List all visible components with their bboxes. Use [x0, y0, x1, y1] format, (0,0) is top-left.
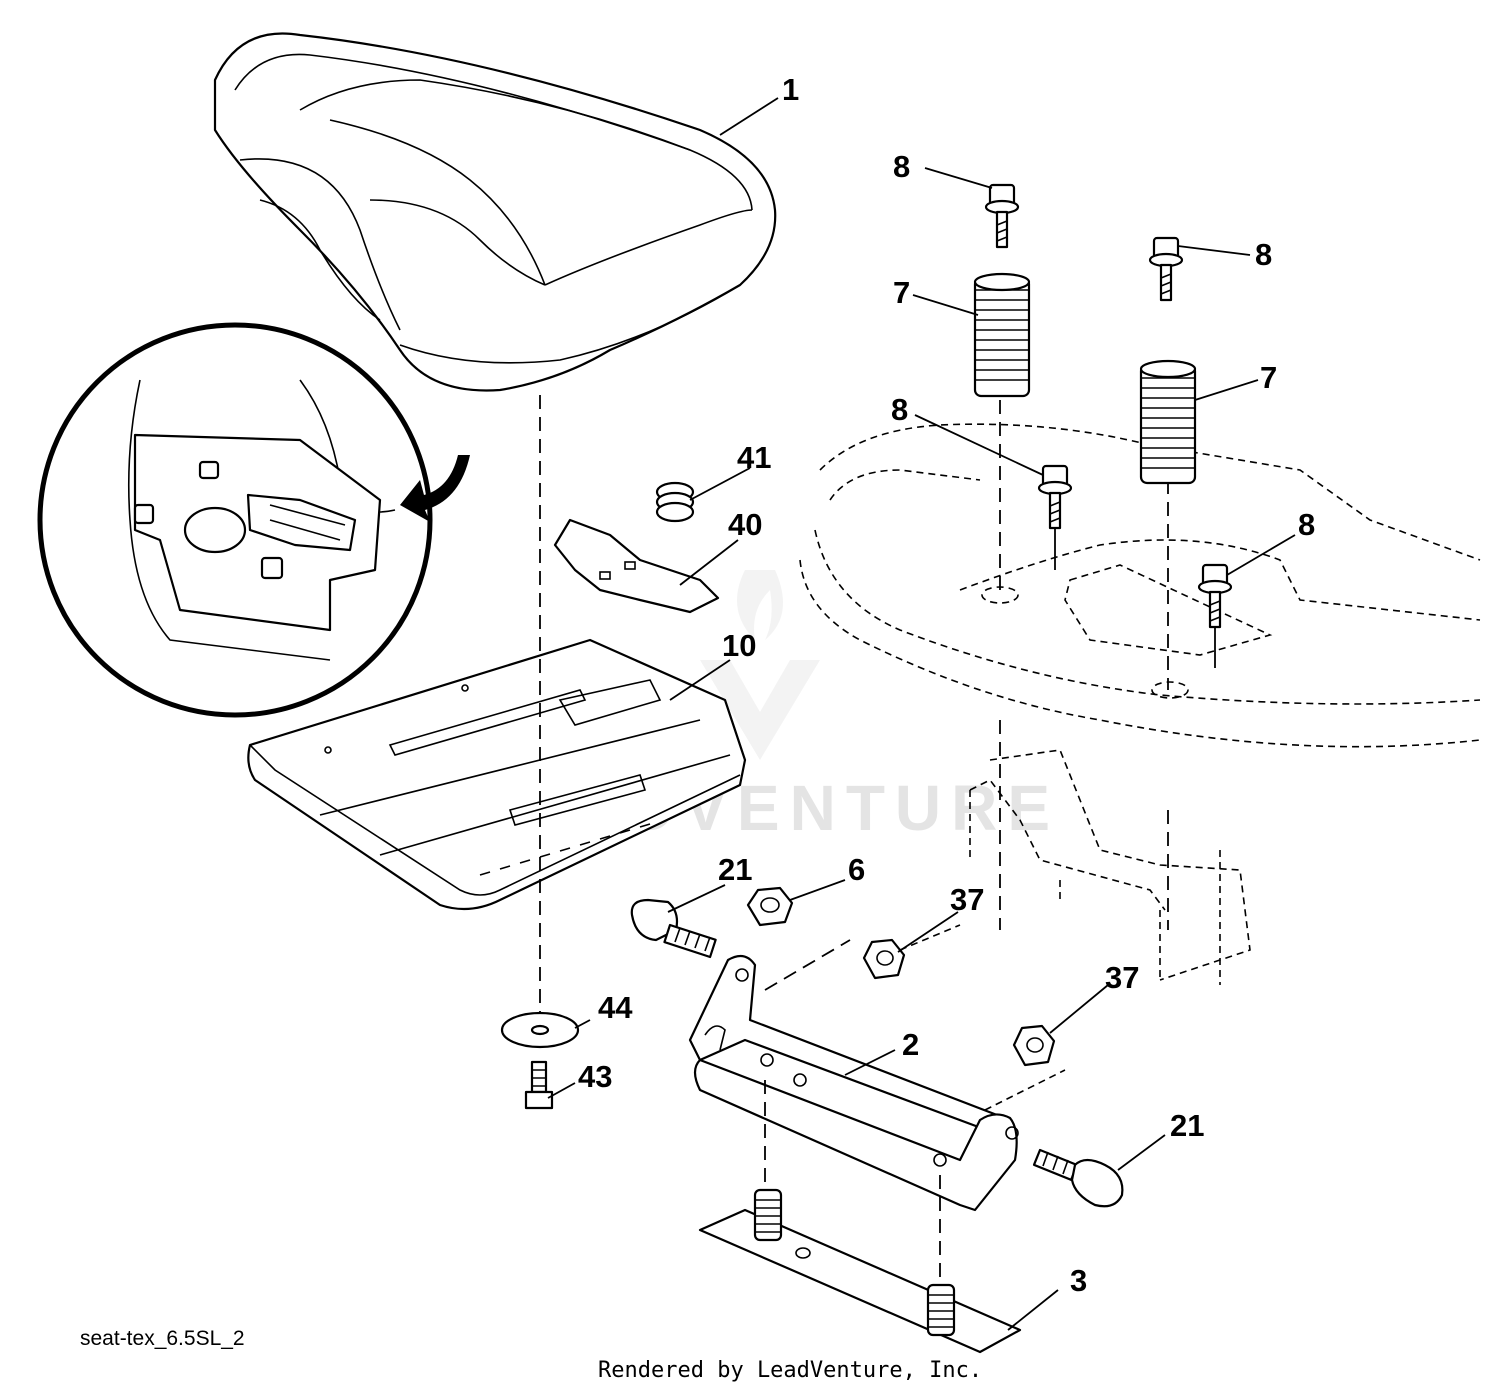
bolt-8-mid-left: [1037, 464, 1073, 530]
plate-part: [698, 1188, 1022, 1354]
washer-part: [500, 1011, 580, 1049]
pan-slots: [479, 823, 651, 876]
frame-outline: [799, 423, 1481, 985]
callout-8-top-left: 8: [893, 149, 910, 184]
callout-43: 43: [578, 1059, 612, 1094]
seat-pan-part: [247, 638, 747, 911]
bolt-8-top-left: [984, 183, 1020, 249]
diagram-id: seat-tex_6.5SL_2: [80, 1327, 245, 1350]
callout-7-left: 7: [893, 275, 910, 310]
seat-part: [213, 32, 777, 392]
bolt-21-rear: [1032, 1148, 1124, 1208]
callout-44: 44: [598, 990, 633, 1025]
callout-21-front: 21: [718, 852, 752, 887]
spring-right-part: [1139, 359, 1197, 485]
leader-lines: [547, 97, 1296, 1331]
callout-40: 40: [728, 507, 762, 542]
callout-6: 6: [848, 852, 865, 887]
seat-latch-part: [553, 518, 720, 614]
callout-1: 1: [782, 72, 799, 107]
nut-37-lower-part: [1012, 1024, 1056, 1067]
bolt-8-top-right: [1148, 236, 1184, 302]
latch-detail-inset: [37, 322, 470, 718]
callout-8-mid-left: 8: [891, 392, 908, 427]
callout-41: 41: [737, 440, 771, 475]
footer-credit: Rendered by LeadVenture, Inc.: [598, 1358, 982, 1383]
callout-10: 10: [722, 628, 756, 663]
nut-6-part: [746, 886, 794, 927]
nut-37-upper-part: [862, 938, 906, 980]
callout-7-right: 7: [1260, 360, 1277, 395]
callout-21-rear: 21: [1170, 1108, 1204, 1143]
callout-37-upper: 37: [950, 882, 984, 917]
bolt-21-front: [630, 898, 717, 959]
screw-part: [524, 1060, 554, 1110]
watermark-logo: [700, 570, 820, 760]
callout-37-lower: 37: [1105, 960, 1139, 995]
small-spring-part: [655, 481, 695, 523]
callout-8-mid-right: 8: [1298, 507, 1315, 542]
callout-2: 2: [902, 1027, 919, 1062]
spring-left-part: [973, 272, 1031, 398]
bolt-8-mid-right: [1197, 563, 1233, 629]
callout-8-top-right: 8: [1255, 237, 1272, 272]
callout-3: 3: [1070, 1263, 1087, 1298]
bracket-part: [688, 954, 1019, 1212]
